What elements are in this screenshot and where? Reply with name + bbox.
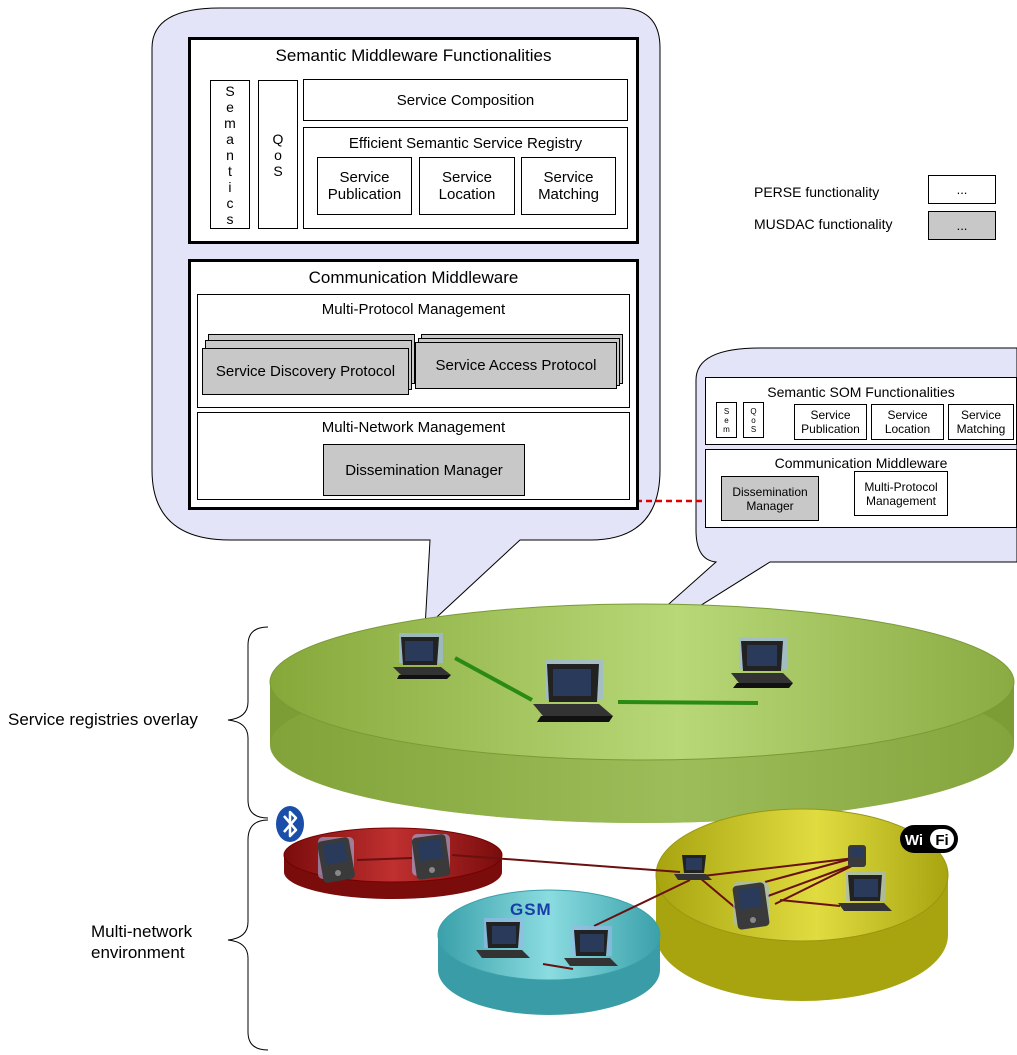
- laptop-icon: [838, 871, 892, 911]
- pda-icon: [848, 845, 866, 867]
- environment-brace: [227, 819, 269, 1051]
- som-multi-protocol-box: Multi-Protocol Management: [854, 471, 948, 516]
- semantics-box: S e m a n t i c s: [210, 80, 250, 229]
- legend-musdac-label: MUSDAC functionality: [754, 216, 893, 232]
- laptop-icon: [393, 633, 451, 679]
- som-dissemination-manager-box: Dissemination Manager: [721, 476, 819, 521]
- network-links: [356, 854, 861, 970]
- service-matching-box: Service Matching: [521, 157, 616, 215]
- service-registry-title: Efficient Semantic Service Registry: [348, 135, 583, 152]
- som-matching-box: Service Matching: [948, 404, 1014, 440]
- wifi-logo-text-right: Fi: [935, 832, 948, 849]
- som-publication-box: Service Publication: [794, 404, 867, 440]
- pda-icon: [317, 837, 355, 883]
- bluetooth-icon: [276, 806, 304, 842]
- dissemination-manager-box: Dissemination Manager: [323, 444, 525, 496]
- legend-perse-box: ...: [928, 175, 996, 204]
- semantic-middleware-title: Semantic Middleware Functionalities: [275, 46, 552, 65]
- overlay-label: Service registries overlay: [8, 710, 198, 729]
- overlay-links: [454, 656, 759, 705]
- overlay-disc: [269, 603, 1015, 823]
- laptop-icon: [674, 855, 712, 880]
- service-location-box: Service Location: [419, 157, 515, 215]
- som-qos-box: Q o S: [743, 402, 764, 438]
- service-discovery-protocol-box: Service Discovery Protocol: [202, 348, 409, 395]
- gsm-logo-icon: GSM: [510, 900, 552, 919]
- communication-middleware-title: Communication Middleware: [308, 268, 519, 287]
- laptop-icon: [476, 918, 530, 958]
- som-communication-title: Communication Middleware: [774, 455, 948, 471]
- wifi-logo-text-left: Wi: [905, 832, 923, 849]
- som-sem-box: S e m: [716, 402, 737, 438]
- qos-box: Q o S: [258, 80, 298, 229]
- laptop-icon: [731, 637, 793, 688]
- som-functionalities-title: Semantic SOM Functionalities: [767, 384, 955, 400]
- multi-protocol-title: Multi-Protocol Management: [321, 301, 506, 318]
- wifi-logo-icon: Wi Fi: [900, 825, 958, 853]
- service-composition-box: Service Composition: [303, 79, 628, 121]
- environment-label: Multi-network environment: [91, 922, 193, 962]
- legend-musdac-box: ...: [928, 211, 996, 240]
- service-access-protocol-box: Service Access Protocol: [415, 342, 617, 389]
- pda-icon: [411, 834, 451, 880]
- bluetooth-disc: [283, 827, 503, 899]
- legend-perse-label: PERSE functionality: [754, 184, 880, 200]
- som-location-box: Service Location: [871, 404, 944, 440]
- service-publication-box: Service Publication: [317, 157, 412, 215]
- multi-network-title: Multi-Network Management: [321, 419, 506, 436]
- pda-icon: [732, 882, 770, 930]
- overlay-brace: [227, 626, 269, 819]
- laptop-icon: [564, 926, 618, 966]
- laptop-icon: [533, 660, 613, 722]
- gsm-logo-text: GSM: [510, 900, 552, 919]
